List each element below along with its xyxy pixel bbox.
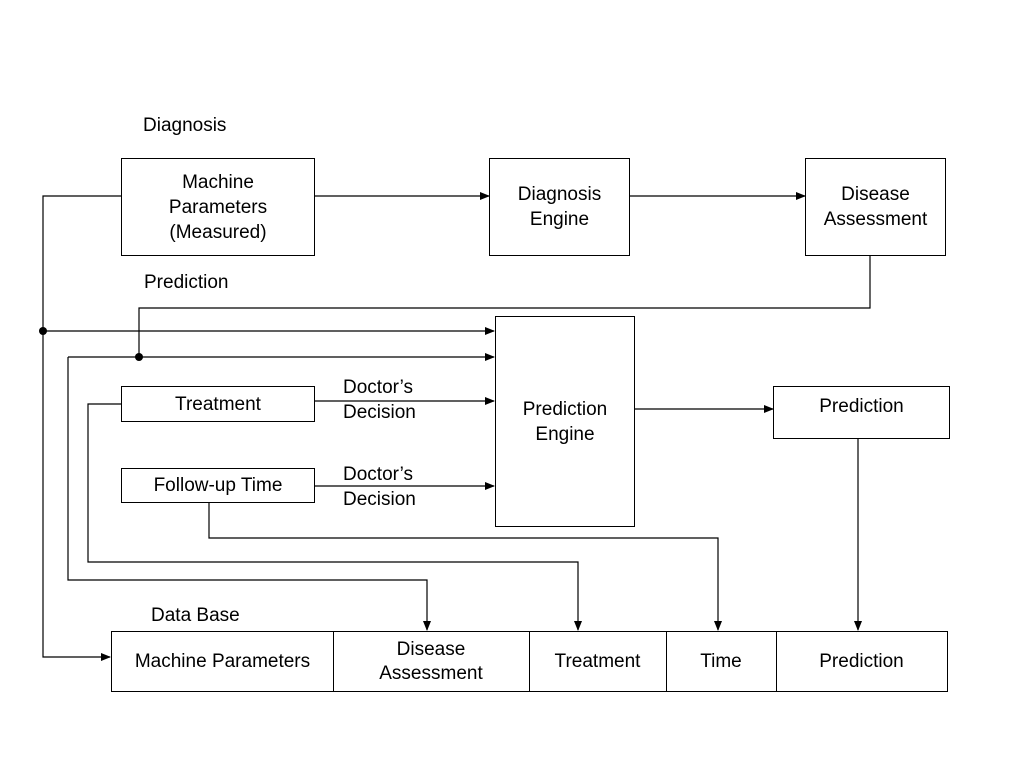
diagnosis-engine-box: Diagnosis Engine — [489, 158, 630, 256]
line-assessment-feedback — [138, 256, 871, 357]
treatment-box: Treatment — [121, 386, 315, 422]
database-column-prediction: Prediction — [819, 650, 904, 672]
line-treatment-to-db — [87, 403, 582, 631]
disease-assessment-box: Disease Assessment — [805, 158, 946, 256]
junction-dot-inner — [135, 353, 143, 361]
database-table: Machine Parameters Disease Assessment Tr… — [111, 631, 948, 692]
prediction-output-box: Prediction — [773, 386, 950, 439]
junction-dot-left — [39, 327, 47, 335]
machine-parameters-box: Machine Parameters (Measured) — [121, 158, 315, 256]
doctors-decision-label-treatment: Doctor’s Decision — [343, 377, 416, 423]
database-column-treatment: Treatment — [554, 650, 641, 672]
line-assessment-to-db — [67, 357, 431, 631]
follow-up-time-box: Follow-up Time — [121, 468, 315, 503]
section-label-database: Data Base — [151, 605, 240, 626]
database-column-time: Time — [700, 650, 742, 672]
database-column-divider — [529, 632, 530, 691]
database-column-machine-parameters: Machine Parameters — [134, 650, 311, 672]
database-column-divider — [776, 632, 777, 691]
database-column-divider — [666, 632, 667, 691]
line-followup-to-db — [208, 503, 722, 631]
database-column-disease-assessment: Disease Assessment — [379, 638, 483, 684]
section-label-diagnosis: Diagnosis — [143, 115, 227, 136]
prediction-engine-box: Prediction Engine — [495, 316, 635, 527]
doctors-decision-label-followup: Doctor’s Decision — [343, 464, 416, 510]
section-label-prediction: Prediction — [144, 272, 229, 293]
line-machine-left-bus — [42, 195, 121, 661]
database-column-divider — [333, 632, 334, 691]
